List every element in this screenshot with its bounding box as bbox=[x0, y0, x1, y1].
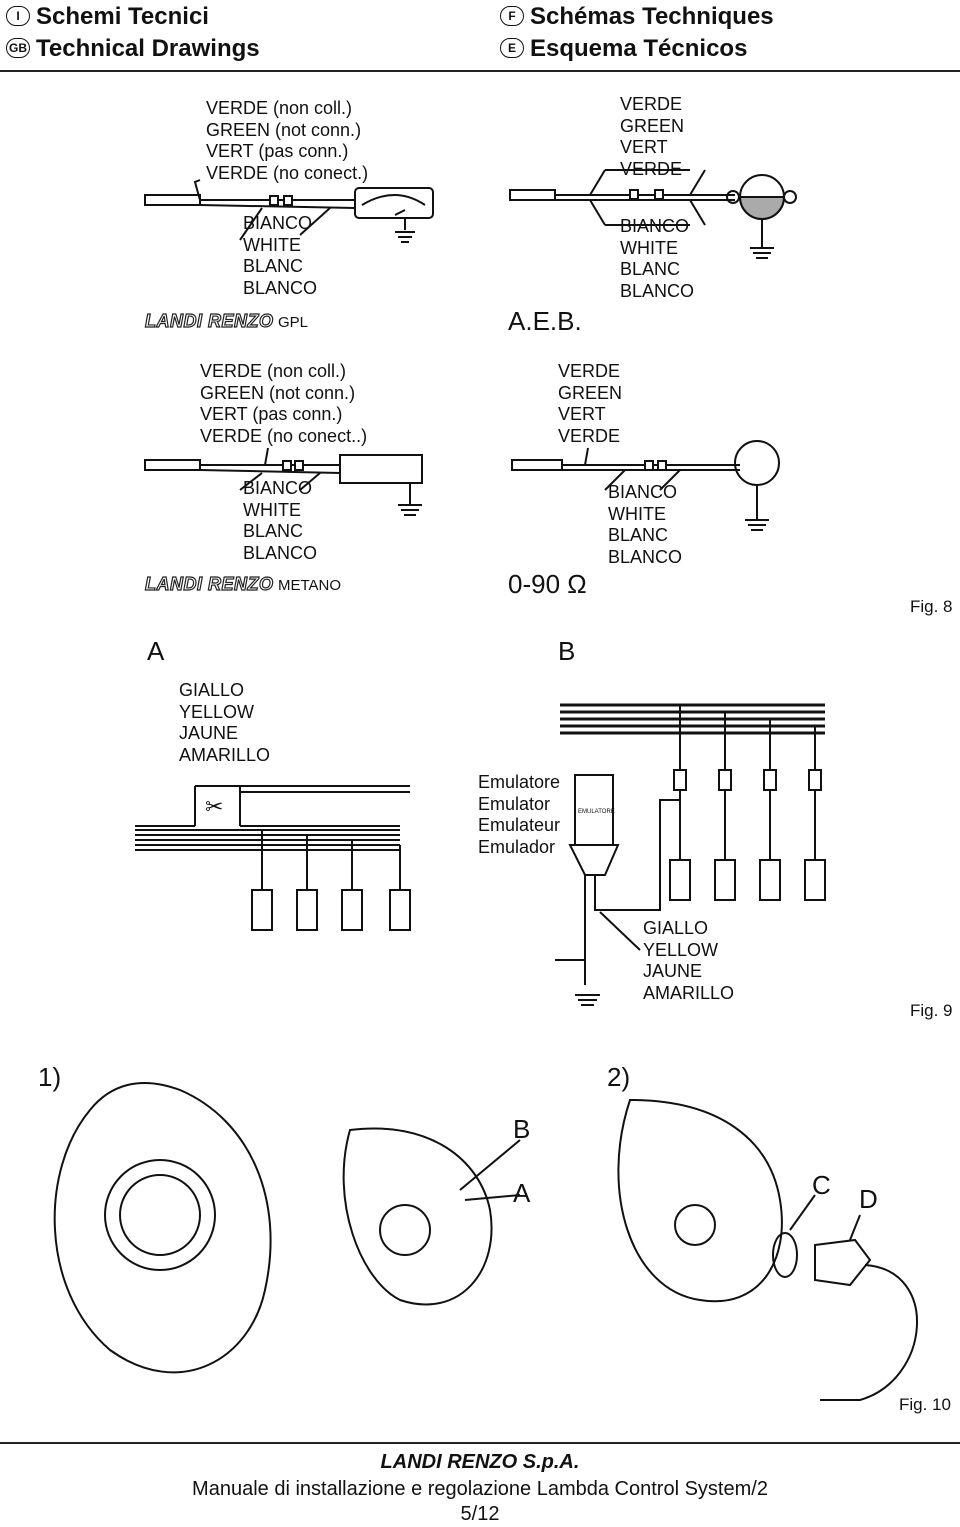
label-line: BLANCO bbox=[620, 280, 695, 301]
label-line: WHITE bbox=[620, 237, 678, 258]
fuel-gauge-metano bbox=[339, 454, 423, 484]
aeb-green-wire-label: VERDE GREEN VERT VERDE bbox=[620, 94, 684, 180]
part-a-label: A bbox=[513, 1178, 531, 1208]
title-italian: Schemi Tecnici bbox=[36, 3, 209, 30]
label-line: VERDE bbox=[620, 94, 683, 114]
footer-company: LANDI RENZO S.p.A. bbox=[380, 1451, 580, 1473]
label-line: YELLOW bbox=[179, 701, 255, 722]
label-line: VERDE (no conect..) bbox=[200, 425, 368, 446]
landi-renzo-logo: LANDI RENZO bbox=[144, 310, 274, 331]
label-line: Emulatore bbox=[478, 772, 561, 792]
ohm-green-wire-label: VERDE GREEN VERT VERDE bbox=[558, 361, 622, 447]
label-line: Emulador bbox=[478, 836, 556, 857]
part-c-label: C bbox=[812, 1170, 831, 1200]
label-line: Emulator bbox=[478, 793, 551, 814]
yellow-wire-label-a: GIALLO YELLOW JAUNE AMARILLO bbox=[179, 680, 270, 766]
label-line: WHITE bbox=[243, 499, 301, 520]
label-line: BIANCO bbox=[243, 478, 313, 498]
label-line: BLANCO bbox=[608, 546, 683, 567]
label-line: VERT (pas conn.) bbox=[206, 141, 349, 161]
part-b-label: B bbox=[513, 1114, 531, 1144]
label-line: VERDE bbox=[620, 158, 683, 179]
label-line: Emulateur bbox=[478, 815, 561, 835]
footer-rule bbox=[0, 1442, 960, 1444]
gpl-type-label: GPL bbox=[277, 314, 308, 331]
label-line: BLANC bbox=[608, 525, 669, 545]
header-left-line-2: GB Technical Drawings bbox=[6, 35, 260, 63]
footer-manual-title: Manuale di installazione e regolazione L… bbox=[192, 1478, 768, 1500]
page-number: 5/12 bbox=[460, 1503, 500, 1525]
yellow-wire-label-b: GIALLO YELLOW JAUNE AMARILLO bbox=[643, 918, 734, 1004]
label-line: GREEN (not conn.) bbox=[200, 382, 356, 403]
resistance-label: 0-90 Ω bbox=[508, 569, 587, 599]
title-french: Schémas Techniques bbox=[530, 3, 774, 30]
header-right-line-2: E Esquema Técnicos bbox=[500, 35, 747, 63]
step-2-label: 2) bbox=[607, 1062, 631, 1092]
label-line: VERDE bbox=[558, 425, 621, 446]
label-line: VERT (pas conn.) bbox=[200, 404, 343, 424]
scheme-a-label: A bbox=[147, 636, 165, 666]
sensor-probe-gpl bbox=[144, 194, 201, 206]
label-line: VERDE (non coll.) bbox=[206, 98, 353, 118]
fig10-caption: Fig. 10 bbox=[899, 1395, 951, 1414]
label-line: BIANCO bbox=[608, 482, 678, 502]
language-badge-gb: GB bbox=[6, 37, 30, 58]
label-line: VERT bbox=[620, 137, 668, 157]
fuel-gauge-gpl bbox=[354, 187, 434, 219]
metano-brand-row: LANDI RENZO METANO bbox=[144, 573, 342, 595]
language-badge-i: I bbox=[6, 5, 30, 26]
title-english: Technical Drawings bbox=[36, 35, 260, 62]
step-1-label: 1) bbox=[38, 1062, 62, 1092]
label-line: VERT bbox=[558, 404, 606, 424]
label-line: GIALLO bbox=[643, 918, 709, 938]
pressure-reducer-sketch bbox=[53, 1082, 272, 1374]
gpl-white-wire-label: BIANCO WHITE BLANC BLANCO bbox=[243, 213, 317, 299]
title-spanish: Esquema Técnicos bbox=[530, 35, 748, 62]
metano-type-label: METANO bbox=[277, 577, 342, 594]
label-line: GIALLO bbox=[179, 680, 245, 700]
scheme-b-label: B bbox=[558, 636, 576, 666]
emulator-label: Emulatore Emulator Emulateur Emulador bbox=[478, 772, 560, 858]
aeb-label: A.E.B. bbox=[508, 306, 582, 336]
header-rule bbox=[0, 70, 960, 72]
label-line: BLANC bbox=[243, 521, 304, 541]
label-line: JAUNE bbox=[179, 723, 239, 743]
label-line: VERDE (non coll.) bbox=[200, 361, 347, 381]
label-line: VERDE (no conect.) bbox=[206, 162, 369, 183]
label-line: BLANCO bbox=[243, 542, 318, 563]
aeb-white-wire-label: BIANCO WHITE BLANC BLANCO bbox=[620, 216, 694, 302]
metano-white-wire-label: BIANCO WHITE BLANC BLANCO bbox=[243, 478, 317, 564]
scissors-icon: ✂ bbox=[205, 794, 224, 819]
label-line: BLANC bbox=[620, 259, 681, 279]
label-line: BLANCO bbox=[243, 277, 318, 298]
label-line: WHITE bbox=[243, 234, 301, 255]
label-line: JAUNE bbox=[643, 961, 703, 981]
landi-renzo-logo: LANDI RENZO bbox=[144, 573, 274, 594]
label-line: VERDE bbox=[558, 361, 621, 381]
label-line: GREEN bbox=[558, 382, 623, 403]
part-d-label: D bbox=[859, 1184, 878, 1214]
metano-green-wire-label: VERDE (non coll.) GREEN (not conn.) VERT… bbox=[200, 361, 367, 447]
gpl-brand-row: LANDI RENZO GPL bbox=[144, 310, 308, 332]
emulator-box-label: EMULATORE bbox=[578, 809, 615, 815]
header-left-line-1: I Schemi Tecnici bbox=[6, 3, 209, 31]
fig9-caption: Fig. 9 bbox=[910, 1001, 953, 1020]
gpl-green-wire-label: VERDE (non coll.) GREEN (not conn.) VERT… bbox=[206, 98, 368, 184]
label-line: BIANCO bbox=[243, 213, 313, 233]
language-badge-e: E bbox=[500, 37, 524, 58]
label-line: GREEN bbox=[620, 115, 685, 136]
label-line: BIANCO bbox=[620, 216, 690, 236]
label-line: GREEN (not conn.) bbox=[206, 119, 362, 140]
header-right-line-1: F Schémas Techniques bbox=[500, 3, 774, 31]
label-line: YELLOW bbox=[643, 939, 719, 960]
label-line: AMARILLO bbox=[643, 982, 735, 1003]
language-badge-f: F bbox=[500, 5, 524, 26]
label-line: AMARILLO bbox=[179, 744, 271, 765]
label-line: BLANC bbox=[243, 256, 304, 276]
fig8-caption: Fig. 8 bbox=[910, 597, 953, 616]
ohm-white-wire-label: BIANCO WHITE BLANC BLANCO bbox=[608, 482, 682, 568]
label-line: WHITE bbox=[608, 503, 666, 524]
